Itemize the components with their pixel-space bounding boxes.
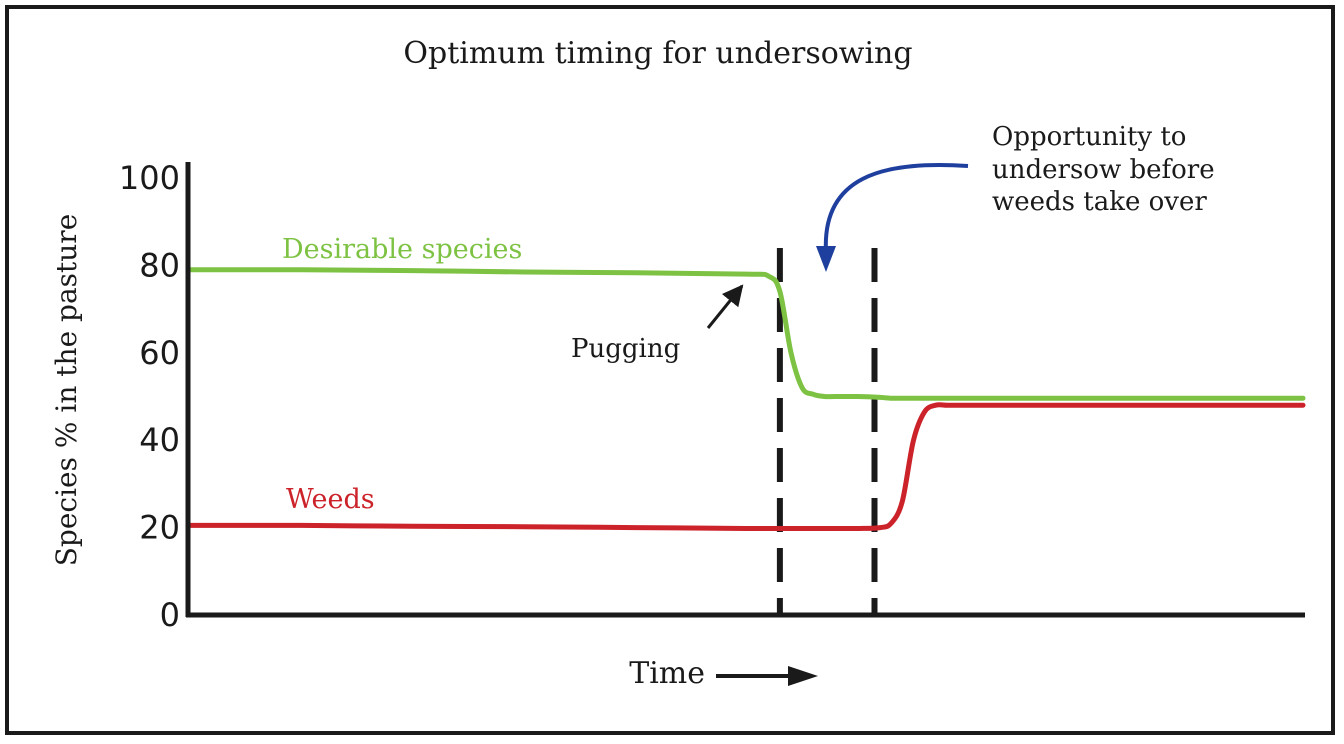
y-tick-label: 80: [139, 246, 180, 284]
opportunity-arrow-head: [816, 246, 836, 272]
y-tick-label: 40: [139, 421, 180, 459]
time-arrow-head: [788, 666, 818, 686]
y-tick-label: 20: [139, 509, 180, 547]
chart-frame: [5, 5, 1335, 735]
weeds-line: [187, 402, 1306, 532]
pugging-label: Pugging: [571, 334, 680, 364]
series-lines: [187, 267, 1306, 532]
pugging-arrow: [706, 284, 744, 329]
opportunity-label-line1: Opportunity to: [992, 122, 1186, 152]
desirable-species-label: Desirable species: [282, 234, 522, 265]
vertical-markers: [776, 248, 878, 614]
x-axis-label: Time: [629, 656, 705, 691]
y-tick-label: 0: [160, 596, 180, 634]
desirable-species-line: [187, 267, 1306, 401]
chart-title: Optimum timing for undersowing: [403, 36, 912, 71]
y-tick-label: 60: [139, 334, 180, 372]
y-tick-label: 100: [119, 159, 180, 197]
opportunity-label-line2: undersow before: [992, 155, 1215, 185]
opportunity-label-line3: weeds take over: [992, 187, 1207, 217]
y-axis-ticks: 0 20 40 60 80 100: [119, 159, 180, 634]
weeds-label: Weeds: [286, 484, 375, 515]
y-axis-label: Species % in the pasture: [50, 214, 83, 567]
opportunity-arrow-shaft: [823, 162, 969, 253]
